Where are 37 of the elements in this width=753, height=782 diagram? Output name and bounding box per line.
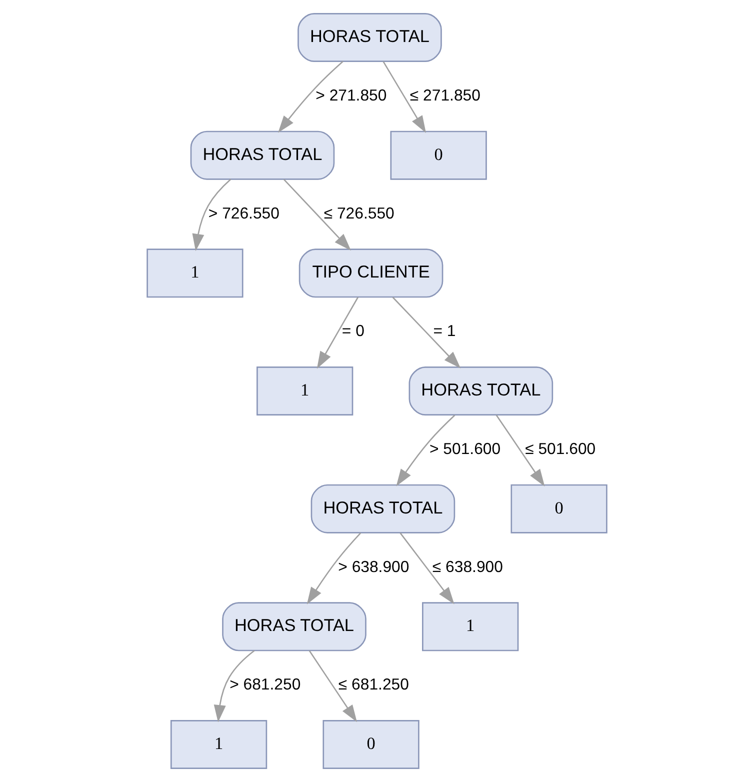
node-box: 1 xyxy=(170,720,267,769)
arrow xyxy=(278,60,343,133)
edge-label: ≤ 638.900 xyxy=(432,558,502,576)
node-box: 1 xyxy=(422,602,518,652)
node-box: 0 xyxy=(510,484,607,534)
arrow xyxy=(282,178,351,251)
edge-label: ≤ 726.550 xyxy=(323,205,394,222)
edge-label: > 726.550 xyxy=(208,205,279,222)
edge-label: > 681.250 xyxy=(229,676,300,694)
arrow xyxy=(392,296,460,368)
arrow xyxy=(308,650,356,722)
arrow xyxy=(192,178,231,252)
node-box: HORAS TOTAL xyxy=(222,602,366,652)
node-box: 0 xyxy=(322,720,419,769)
edge-label: > 501.600 xyxy=(429,441,500,458)
node-box: 1 xyxy=(256,366,353,416)
arrow xyxy=(213,650,254,722)
arrow xyxy=(396,414,455,486)
arrow xyxy=(306,532,361,604)
edge-label: = 0 xyxy=(341,323,364,340)
edge-label: > 271.850 xyxy=(315,88,386,105)
edge-label: > 638.900 xyxy=(338,558,409,576)
node-box: HORAS TOTAL xyxy=(190,130,334,180)
node-box: TIPO CLIENTE xyxy=(298,248,443,298)
node-box: HORAS TOTAL xyxy=(297,13,442,62)
edge-label: ≤ 271.850 xyxy=(409,88,480,105)
arrow xyxy=(399,532,454,604)
node-box: 1 xyxy=(146,248,243,298)
edge-label: ≤ 501.600 xyxy=(524,441,596,458)
arrow xyxy=(495,414,544,486)
edge-label: = 1 xyxy=(432,323,456,340)
arrow xyxy=(382,61,426,134)
arrow xyxy=(316,296,358,369)
node-box: HORAS TOTAL xyxy=(408,366,553,416)
node-box: 0 xyxy=(390,130,486,180)
node-box: HORAS TOTAL xyxy=(310,484,455,534)
edge-label: ≤ 681.250 xyxy=(338,676,408,694)
